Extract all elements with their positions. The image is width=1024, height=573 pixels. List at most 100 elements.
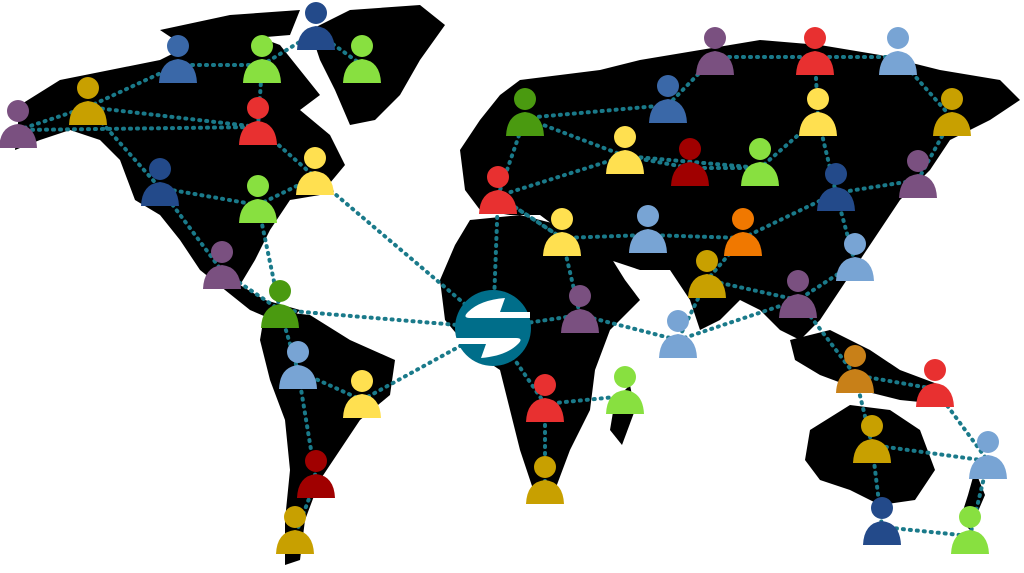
person-body	[879, 51, 917, 75]
person-icon	[526, 456, 564, 504]
person-icon	[479, 166, 517, 214]
person-body	[799, 112, 837, 136]
network-link	[676, 298, 800, 342]
person-body	[606, 390, 644, 414]
person-body	[933, 112, 971, 136]
person-head	[247, 97, 269, 119]
person-icon	[141, 158, 179, 206]
network-hub	[455, 290, 531, 366]
person-body	[543, 232, 581, 256]
africa	[440, 215, 640, 495]
network-link	[86, 105, 260, 129]
person-head	[787, 270, 809, 292]
person-head	[637, 205, 659, 227]
japan	[870, 140, 905, 210]
person-head	[657, 75, 679, 97]
person-icon	[526, 374, 564, 422]
greenland	[310, 5, 445, 125]
person-icon	[297, 2, 335, 50]
person-icon	[933, 88, 971, 136]
person-head	[667, 310, 689, 332]
person-head	[614, 126, 636, 148]
network-link	[623, 154, 762, 170]
person-body	[296, 171, 334, 195]
person-icon	[296, 147, 334, 195]
person-icon	[969, 431, 1007, 479]
network-link	[578, 313, 680, 342]
person-head	[247, 175, 269, 197]
person-body	[561, 309, 599, 333]
person-icon	[796, 27, 834, 75]
person-icon	[606, 126, 644, 174]
person-body	[343, 394, 381, 418]
person-head	[959, 506, 981, 528]
person-body	[0, 124, 37, 148]
person-icon	[543, 208, 581, 256]
person-icon	[853, 415, 891, 463]
person-body	[343, 59, 381, 83]
person-icon	[606, 366, 644, 414]
person-icon	[343, 370, 381, 418]
person-head	[269, 280, 291, 302]
person-icon	[863, 497, 901, 545]
network-link	[523, 116, 627, 158]
person-head	[861, 415, 883, 437]
person-head	[305, 450, 327, 472]
network-link	[523, 103, 670, 120]
person-head	[77, 77, 99, 99]
person-body	[863, 521, 901, 545]
person-icon	[279, 341, 317, 389]
person-head	[534, 456, 556, 478]
person-head	[305, 2, 327, 24]
network-link	[543, 394, 627, 406]
network-link	[296, 369, 364, 402]
person-body	[688, 274, 726, 298]
s-logo-mark	[456, 298, 530, 358]
person-icon	[297, 450, 335, 498]
person-head	[351, 370, 373, 392]
person-body	[969, 455, 1007, 479]
network-link	[796, 261, 857, 302]
person-head	[284, 506, 306, 528]
person-body	[796, 51, 834, 75]
person-icon	[741, 138, 779, 186]
person-icon	[899, 150, 937, 198]
person-body	[649, 99, 687, 123]
person-body	[69, 101, 107, 125]
person-body	[696, 51, 734, 75]
person-body	[817, 187, 855, 211]
person-icon	[779, 270, 817, 318]
person-icon	[506, 88, 544, 136]
people	[0, 2, 1007, 554]
network-link	[496, 154, 627, 198]
person-head	[149, 158, 171, 180]
person-icon	[69, 77, 107, 125]
person-body	[506, 112, 544, 136]
person-body	[671, 162, 709, 186]
person-body	[479, 190, 517, 214]
network-link	[278, 308, 495, 330]
person-body	[297, 474, 335, 498]
person-icon	[0, 100, 37, 148]
person-head	[887, 27, 909, 49]
person-head	[732, 208, 754, 230]
person-head	[844, 345, 866, 367]
person-icon	[724, 208, 762, 256]
world-map	[15, 5, 1020, 565]
person-icon	[951, 506, 989, 554]
person-head	[924, 359, 946, 381]
person-head	[167, 35, 189, 57]
person-icon	[343, 35, 381, 83]
person-body	[836, 257, 874, 281]
person-head	[977, 431, 999, 453]
south-america	[260, 310, 395, 565]
person-head	[211, 241, 233, 263]
person-icon	[649, 75, 687, 123]
person-icon	[688, 250, 726, 298]
person-icon	[629, 205, 667, 253]
person-body	[526, 398, 564, 422]
person-head	[7, 100, 29, 122]
person-icon	[203, 241, 241, 289]
person-body	[203, 265, 241, 289]
network-link	[623, 154, 692, 170]
